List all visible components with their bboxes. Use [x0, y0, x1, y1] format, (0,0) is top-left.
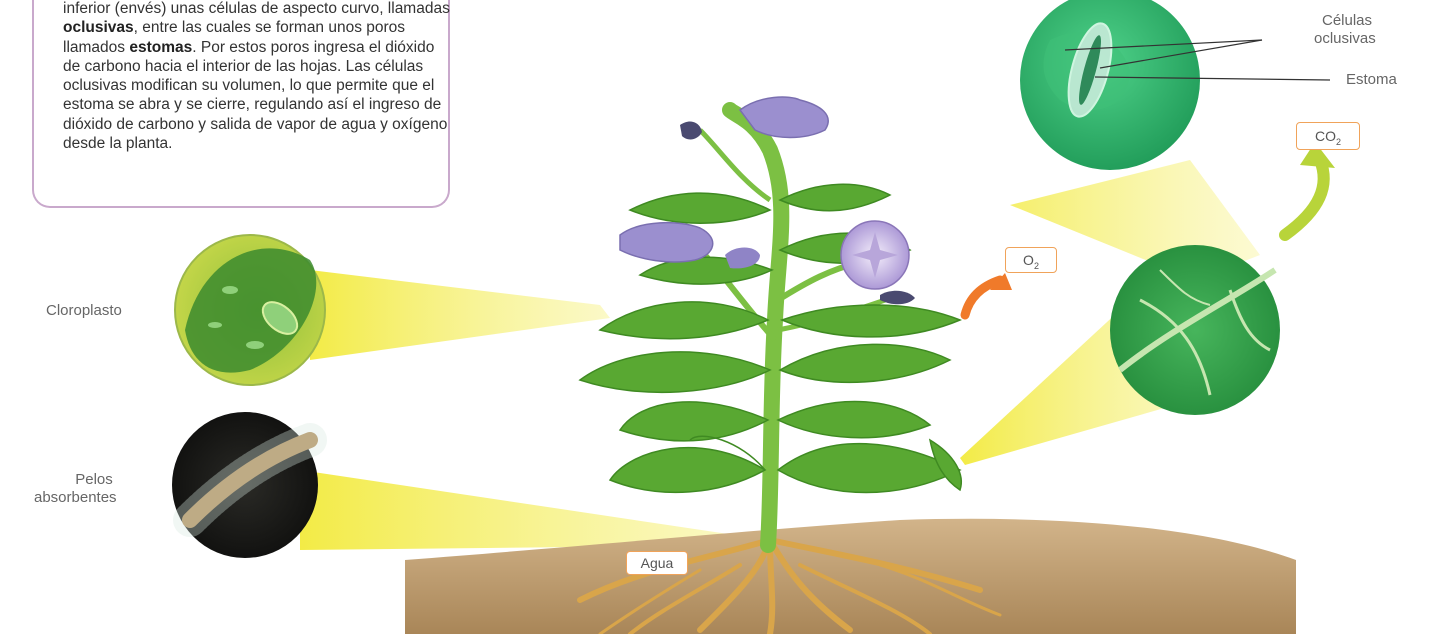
root-hair-magnifier	[172, 412, 318, 558]
label-cloroplasto: Cloroplasto	[46, 302, 122, 320]
label-pelos: Pelos	[64, 471, 124, 489]
label-o2: O2	[1005, 247, 1057, 273]
label-co2: CO2	[1296, 122, 1360, 150]
label-absorbentes: absorbentes	[34, 489, 117, 507]
o2-subscript: 2	[1034, 261, 1039, 271]
co2-text: CO	[1315, 128, 1336, 144]
o2-text: O	[1023, 252, 1034, 268]
co2-subscript: 2	[1336, 137, 1341, 147]
label-oclusivas: oclusivas	[1314, 30, 1376, 48]
stomata-magnifier	[1020, 0, 1200, 170]
label-agua: Agua	[626, 551, 688, 575]
chloroplast-magnifier	[175, 235, 325, 385]
leaf-detail-magnifier	[1110, 245, 1280, 415]
label-estoma: Estoma	[1346, 71, 1397, 89]
co2-arrow	[1285, 160, 1324, 235]
label-celulas: Células	[1322, 12, 1372, 30]
